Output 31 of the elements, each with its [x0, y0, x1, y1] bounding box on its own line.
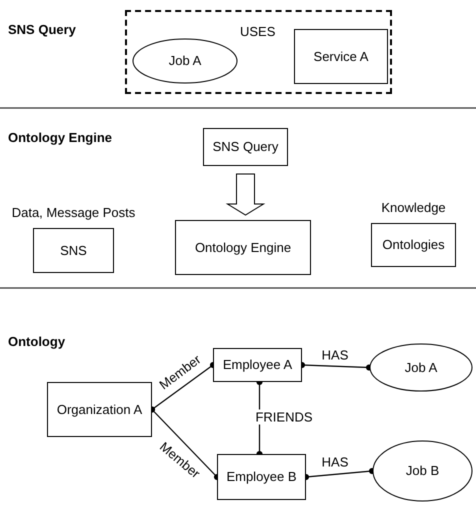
edge-label: HAS — [320, 348, 350, 362]
process-box — [294, 29, 388, 84]
node-label: Job B — [404, 463, 440, 479]
node-label: Employee A — [222, 357, 294, 373]
process-box — [175, 220, 311, 275]
node-label: Service A — [312, 48, 370, 64]
group-box — [125, 10, 392, 94]
node-label: SNS Query — [212, 139, 280, 155]
entity-box — [213, 348, 302, 382]
node-label: Organization A — [56, 402, 144, 418]
node-label: Job A — [168, 53, 202, 69]
ellipse-node — [372, 440, 473, 502]
ellipse-node — [369, 343, 473, 392]
node-caption: Knowledge — [381, 198, 446, 217]
node-caption: Data, Message Posts — [12, 204, 136, 222]
node-label: Ontology Engine — [194, 240, 292, 256]
edge-label: FRIENDS — [254, 410, 314, 424]
ellipse-node — [132, 38, 238, 84]
block-arrow — [226, 174, 266, 216]
node-label: Employee B — [225, 469, 298, 485]
section-heading: SNS Query — [8, 21, 76, 39]
node-label: SNS — [59, 242, 88, 258]
entity-box — [217, 454, 306, 500]
node-label: Ontologies — [381, 237, 446, 253]
group-label: USES — [240, 23, 276, 41]
section-heading: Ontology Engine — [8, 129, 112, 147]
entity-box — [47, 382, 152, 437]
node-label: Job A — [404, 360, 438, 376]
process-box — [203, 128, 288, 166]
section-heading: Ontology — [8, 333, 66, 351]
edge-label: HAS — [320, 454, 350, 470]
